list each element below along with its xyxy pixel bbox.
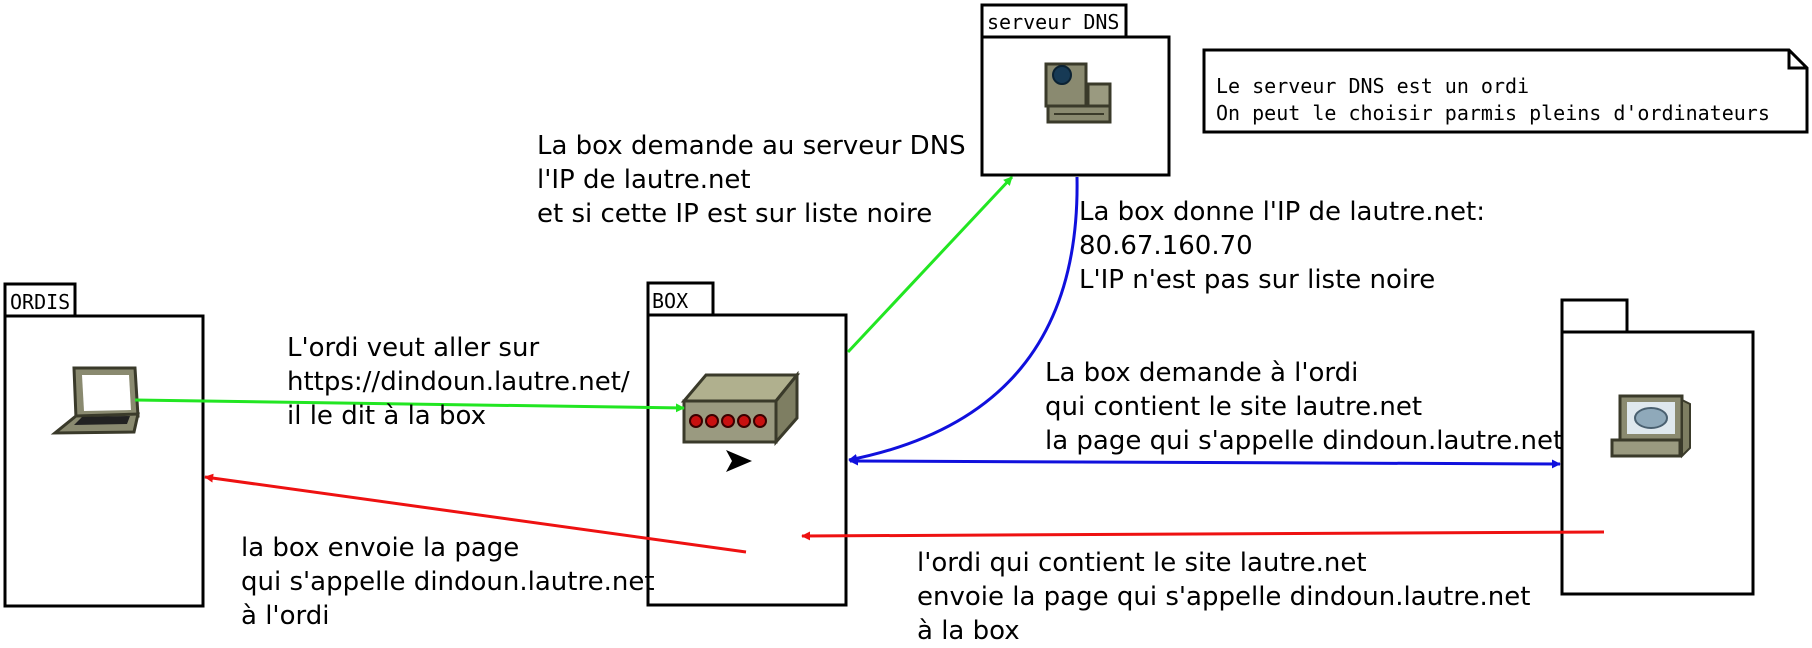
- package-ordis-label: ORDIS: [10, 290, 70, 314]
- router-icon: [680, 370, 801, 472]
- package-dns: serveur DNS: [980, 3, 1171, 177]
- message-line: la page qui s'appelle dindoun.lautre.net: [1045, 426, 1563, 456]
- message-line: envoie la page qui s'appelle dindoun.lau…: [917, 582, 1530, 612]
- web-server-icon: [1610, 394, 1691, 459]
- arrow-server-to-box: [801, 530, 1605, 541]
- message-line: L'ordi veut aller sur: [287, 333, 539, 363]
- message-line: L'IP n'est pas sur liste noire: [1079, 265, 1435, 295]
- arrow-box-to-ordi: [204, 473, 747, 554]
- message-box-to-server: La box demande à l'ordi qui contient le …: [1045, 358, 1563, 456]
- message-line: il le dit à la box: [287, 401, 486, 431]
- arrow-dns-to-box: [848, 176, 1079, 463]
- package-dns-label: serveur DNS: [987, 10, 1119, 34]
- arrow-box-to-dns: [846, 175, 1014, 354]
- message-line: https://dindoun.lautre.net/: [287, 367, 630, 397]
- note: Le serveur DNS est un ordi On peut le ch…: [1202, 48, 1809, 134]
- message-line: l'IP de lautre.net: [537, 165, 751, 195]
- message-line: qui contient le site lautre.net: [1045, 392, 1422, 422]
- message-server-to-box: l'ordi qui contient le site lautre.net e…: [917, 548, 1530, 646]
- note-line: Le serveur DNS est un ordi: [1216, 74, 1529, 98]
- laptop-icon: [50, 366, 140, 435]
- message-ordi-to-box: L'ordi veut aller sur https://dindoun.la…: [287, 333, 630, 431]
- package-server: [1560, 298, 1755, 596]
- message-line: La box donne l'IP de lautre.net:: [1079, 197, 1485, 227]
- arrow-ordi-to-box: [134, 398, 685, 413]
- message-line: la box envoie la page: [241, 533, 519, 563]
- message-box-to-dns: La box demande au serveur DNS l'IP de la…: [537, 131, 966, 229]
- note-line: On peut le choisir parmis pleins d'ordin…: [1216, 101, 1770, 125]
- package-ordis: ORDIS: [3, 282, 205, 608]
- message-line: et si cette IP est sur liste noire: [537, 199, 932, 229]
- message-line: l'ordi qui contient le site lautre.net: [917, 548, 1367, 578]
- package-box-label: BOX: [652, 289, 688, 313]
- message-line: La box demande au serveur DNS: [537, 131, 966, 161]
- server-computer-icon: [1044, 62, 1112, 124]
- message-line: qui s'appelle dindoun.lautre.net: [241, 567, 655, 597]
- message-line: à la box: [917, 616, 1020, 646]
- message-line: 80.67.160.70: [1079, 231, 1253, 261]
- message-line: à l'ordi: [241, 601, 329, 631]
- cursor-icon: [726, 450, 752, 472]
- message-dns-to-box: La box donne l'IP de lautre.net: 80.67.1…: [1079, 197, 1485, 295]
- arrow-box-server-bidirectional: [849, 456, 1561, 469]
- message-line: La box demande à l'ordi: [1045, 358, 1358, 388]
- package-box: BOX: [646, 281, 848, 607]
- message-box-to-ordi: la box envoie la page qui s'appelle dind…: [241, 533, 655, 631]
